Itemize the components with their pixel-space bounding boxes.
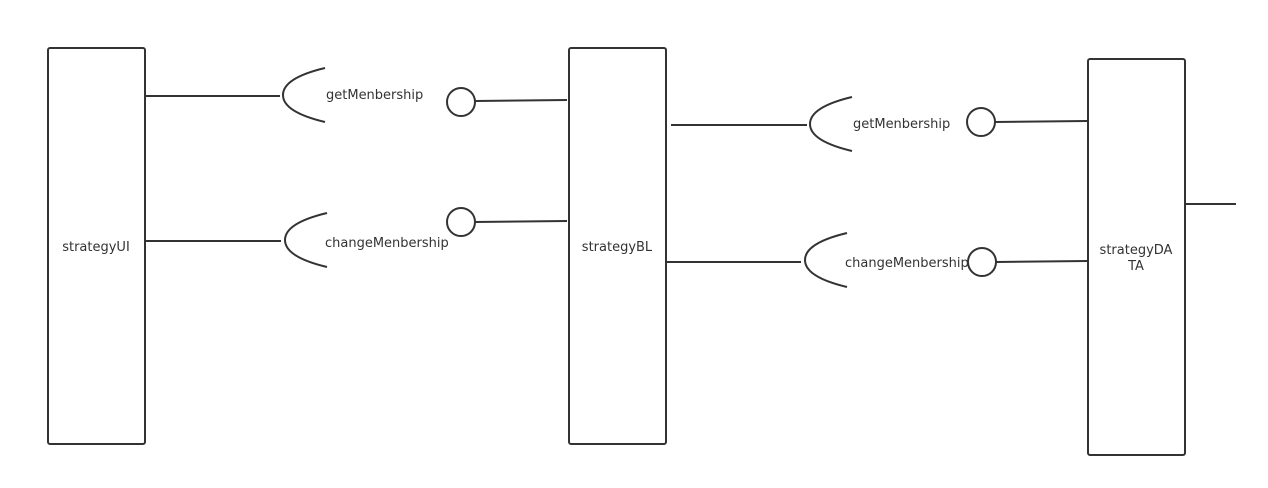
lollipop-icon (446, 207, 476, 237)
component-label-line1: strategyDA (1100, 243, 1173, 258)
component-box (568, 47, 667, 445)
socket-icon (803, 232, 848, 288)
component-label: strategyBL (582, 240, 653, 255)
provided-wire (995, 260, 1088, 263)
interface-bl-data-change[interactable]: changeMenbership (666, 232, 1088, 288)
interface-bl-data-get[interactable]: getMenbership (671, 96, 1088, 152)
component-label: strategyUI (62, 240, 130, 255)
provided-wire (474, 220, 568, 223)
interface-ui-bl-change[interactable]: changeMenbership (145, 207, 568, 268)
interface-label: getMenbership (326, 88, 423, 103)
component-strategy-bl[interactable]: strategyBL (568, 47, 667, 445)
interface-label: changeMenbership (845, 256, 969, 271)
component-box (47, 47, 146, 445)
provided-wire (994, 120, 1088, 123)
interface-label: getMenbership (853, 117, 950, 132)
interface-label: changeMenbership (325, 236, 449, 251)
component-strategy-data[interactable]: strategyDA TA (1087, 58, 1186, 456)
lollipop-icon (446, 87, 476, 117)
socket-icon (281, 67, 326, 123)
lollipop-icon (966, 107, 996, 137)
interface-ui-bl-get[interactable]: getMenbership (145, 67, 568, 123)
socket-icon (808, 96, 853, 152)
component-strategy-ui[interactable]: strategyUI (47, 47, 146, 445)
component-label-line2: TA (1127, 259, 1144, 274)
lollipop-icon (967, 247, 997, 277)
provided-wire (474, 99, 568, 102)
socket-icon (283, 212, 328, 268)
component-box (1087, 58, 1186, 456)
